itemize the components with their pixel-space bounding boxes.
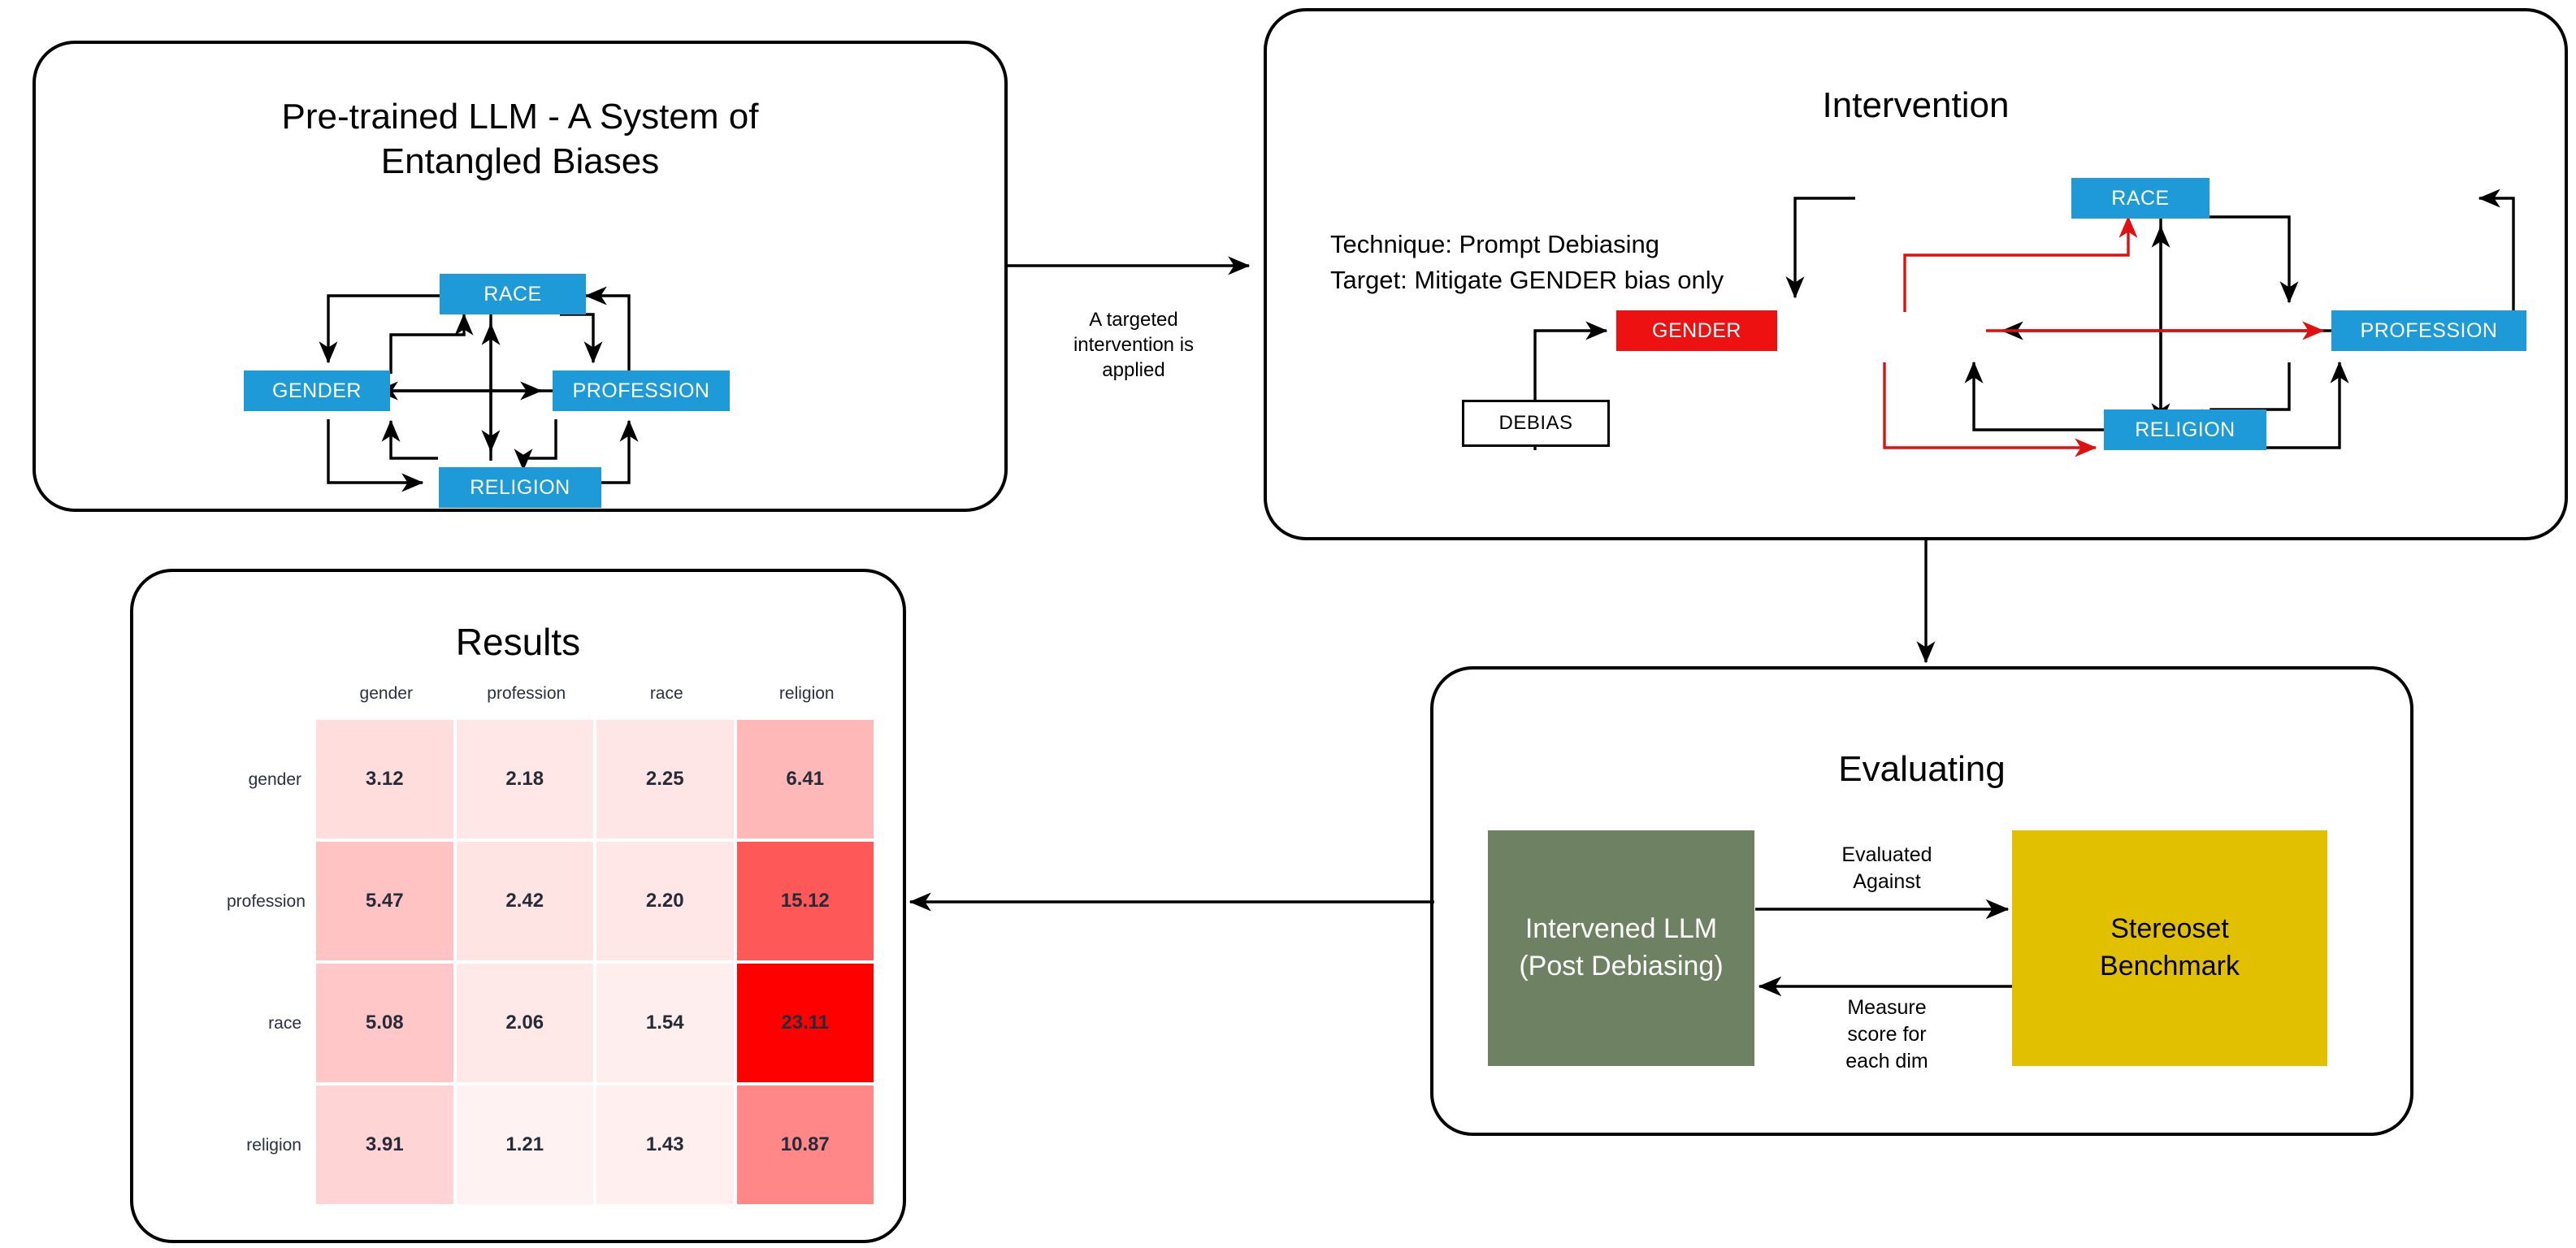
evaluating-edge-label-forward: Evaluated Against (1841, 843, 1932, 893)
heatmap-col-header: profession (487, 684, 566, 703)
heatmap-cell: 2.06 (456, 964, 593, 1082)
heatmap-row-header: profession (227, 892, 306, 911)
pretrained-graph-edges (319, 286, 639, 492)
intervention-graph-edges (1533, 188, 2515, 457)
panel-intervention-title: Intervention (1822, 85, 2010, 125)
intervention-node-gender[interactable]: GENDER (1616, 310, 1777, 351)
evaluating-llm-line1: Intervened LLM (1524, 913, 1718, 945)
heatmap-cell: 1.21 (456, 1086, 593, 1204)
connector-label-intervention-applied: A targeted intervention is applied (1073, 309, 1195, 382)
heatmap-cell: 6.41 (736, 720, 874, 838)
connector-pretrained-to-intervention (1008, 256, 1251, 275)
intervention-node-religion[interactable]: RELIGION (2104, 410, 2266, 450)
panel-evaluating: Evaluating Intervened LLM (Post Debiasin… (1430, 666, 2413, 1136)
heatmap-cell: 2.18 (456, 720, 593, 838)
intervention-node-race[interactable]: RACE (2071, 178, 2210, 219)
heatmap-cell: 5.08 (316, 964, 453, 1082)
connector-intervention-to-evaluating (1916, 540, 1936, 664)
heatmap-cell: 2.42 (456, 842, 593, 960)
heatmap-cell: 23.11 (736, 964, 874, 1082)
connector-evaluating-to-results (909, 892, 1434, 912)
evaluating-llm-line2: (Post Debiasing) (1519, 951, 1724, 982)
heatmap-cell: 2.20 (596, 842, 734, 960)
results-heatmap: gender profession race religion gender profes… (227, 678, 893, 1214)
intervention-node-debias[interactable]: DEBIAS (1462, 400, 1610, 447)
node-gender[interactable]: GENDER (244, 370, 390, 411)
panel-pretrained-llm-title: Pre-trained LLM - A System of Entangled … (281, 97, 759, 182)
heatmap-cell: 1.54 (596, 964, 734, 1082)
panel-evaluating-title: Evaluating (1838, 749, 2006, 789)
heatmap-col-header: gender (359, 684, 413, 703)
evaluating-edge-label-backward: Measure score for each dim (1845, 996, 1928, 1072)
heatmap-row-header: race (268, 1014, 301, 1033)
node-race[interactable]: RACE (440, 274, 586, 314)
panel-intervention: Intervention Technique: Prompt Debiasing… (1264, 8, 2568, 540)
intervention-description: Technique: Prompt Debiasing Target: Miti… (1330, 230, 1724, 295)
heatmap-cell: 2.25 (596, 720, 734, 838)
evaluating-box-intervened-llm[interactable]: Intervened LLM (Post Debiasing) (1488, 830, 1754, 1066)
heatmap-cell: 10.87 (736, 1086, 874, 1204)
intervention-node-profession[interactable]: PROFESSION (2331, 310, 2526, 351)
heatmap-col-header: religion (778, 684, 835, 703)
heatmap-cell: 3.91 (316, 1086, 453, 1204)
heatmap-col-header: race (649, 684, 683, 703)
heatmap-row-header: gender (248, 770, 301, 789)
heatmap-cell: 1.43 (596, 1086, 734, 1204)
evaluating-bench-line2: Benchmark (2100, 951, 2240, 982)
evaluating-bench-line1: Stereoset (2110, 913, 2229, 945)
evaluating-box-stereoset-benchmark[interactable]: Stereoset Benchmark (2012, 830, 2327, 1066)
node-profession[interactable]: PROFESSION (553, 370, 730, 411)
node-religion[interactable]: RELIGION (439, 467, 601, 508)
panel-results-title: Results (455, 621, 581, 663)
panel-pretrained-llm: Pre-trained LLM - A System of Entangled … (33, 41, 1008, 512)
heatmap-cell: 3.12 (316, 720, 453, 838)
evaluating-edges (1755, 899, 2012, 997)
heatmap-cell: 5.47 (316, 842, 453, 960)
heatmap-cell: 15.12 (736, 842, 874, 960)
heatmap-row-header: religion (246, 1136, 301, 1155)
